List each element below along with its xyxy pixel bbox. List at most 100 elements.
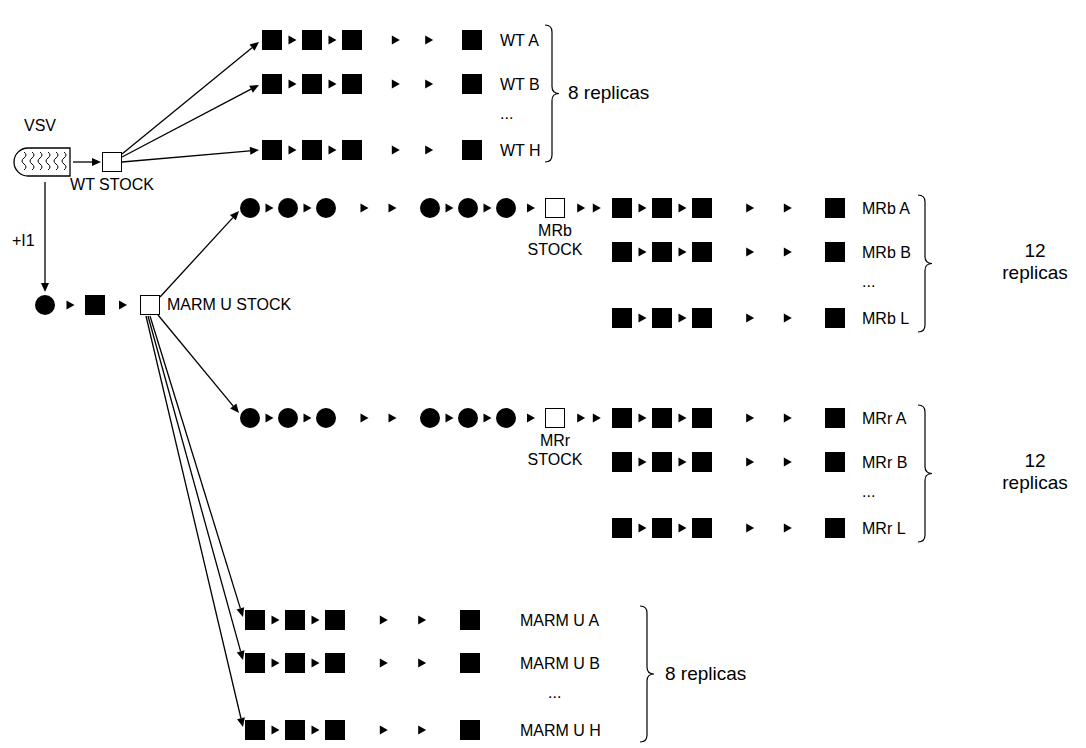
passage-arrowhead xyxy=(312,659,320,668)
lineage-arrow xyxy=(146,316,241,718)
passage-circle xyxy=(240,198,260,218)
replica-bracket xyxy=(918,195,932,332)
vsv-striation xyxy=(54,152,58,170)
passage-arrowhead xyxy=(361,204,369,213)
replica-count: 8 replicas xyxy=(568,82,649,104)
passage-arrowhead xyxy=(266,204,274,213)
lineage-arrowhead xyxy=(230,211,239,220)
passage-circle xyxy=(420,408,440,428)
passage-square xyxy=(652,242,672,262)
passage-arrowhead xyxy=(679,248,687,257)
passage-square xyxy=(285,653,305,673)
lineage-arrow xyxy=(160,218,233,297)
passage-square xyxy=(302,140,322,160)
passage-arrowhead xyxy=(272,726,280,735)
stock-label: WT STOCK xyxy=(70,175,154,194)
vsv-striation xyxy=(62,152,66,170)
passage-circle xyxy=(240,408,260,428)
lineage-arrowhead xyxy=(41,283,49,292)
lineage-label: ... xyxy=(500,104,513,123)
passage-square xyxy=(692,518,712,538)
passage-square xyxy=(612,452,632,472)
passage-circle xyxy=(458,198,478,218)
lineage-arrowhead xyxy=(250,147,259,155)
passage-arrowhead xyxy=(679,458,687,467)
lineage-label: MRr B xyxy=(862,453,907,472)
passage-square xyxy=(652,408,672,428)
vsv-striation xyxy=(22,152,26,170)
passage-arrowhead xyxy=(329,146,337,155)
passage-square xyxy=(285,610,305,630)
passage-square xyxy=(652,308,672,328)
passage-square xyxy=(825,408,845,428)
lineage-label: WT B xyxy=(500,75,540,94)
passage-arrowhead xyxy=(289,36,297,45)
passage-square xyxy=(692,198,712,218)
passage-arrowhead xyxy=(746,314,754,323)
passage-arrowhead xyxy=(67,301,75,310)
passage-arrowhead xyxy=(679,314,687,323)
passage-square xyxy=(342,140,362,160)
passage-arrowhead xyxy=(389,204,397,213)
passage-arrowhead xyxy=(484,204,492,213)
passage-arrowhead xyxy=(329,80,337,89)
lineage-arrow xyxy=(44,182,45,283)
passage-arrowhead xyxy=(392,146,400,155)
passage-square xyxy=(302,30,322,50)
passage-arrowhead xyxy=(679,414,687,423)
passage-arrowhead xyxy=(380,659,388,668)
lineage-label: MRb L xyxy=(862,309,909,328)
lineage-label: ... xyxy=(548,683,561,702)
passage-arrowhead xyxy=(527,204,535,213)
replica-bracket xyxy=(545,25,559,162)
vsv-striation xyxy=(30,152,34,170)
passage-square xyxy=(460,610,480,630)
passage-arrowhead xyxy=(272,616,280,625)
passage-arrowhead xyxy=(425,36,433,45)
passage-arrowhead xyxy=(446,204,454,213)
replica-bracket xyxy=(918,405,932,542)
passage-arrowhead xyxy=(418,726,426,735)
passage-arrowhead xyxy=(304,204,312,213)
passage-arrowhead xyxy=(446,414,454,423)
lineage-arrowhead xyxy=(249,85,259,93)
stock-label: MRb STOCK xyxy=(524,221,586,259)
lineage-label: ... xyxy=(862,272,875,291)
passage-arrowhead xyxy=(418,659,426,668)
lineage-label: MRb B xyxy=(862,243,911,262)
passage-arrowhead xyxy=(784,524,792,533)
lineage-label: WT H xyxy=(500,141,541,160)
passage-arrowhead xyxy=(392,80,400,89)
lineage-arrowhead xyxy=(250,42,259,51)
passage-circle xyxy=(496,198,516,218)
passage-square xyxy=(612,198,632,218)
passage-arrowhead xyxy=(639,414,647,423)
passage-square xyxy=(692,408,712,428)
lineage-label: MRr A xyxy=(862,409,906,428)
passage-arrowhead xyxy=(639,524,647,533)
passage-arrowhead xyxy=(312,726,320,735)
stock-box: MRr STOCK xyxy=(545,408,565,428)
passage-arrowhead xyxy=(639,248,647,257)
passage-arrowhead xyxy=(418,616,426,625)
passage-arrowhead xyxy=(577,204,585,213)
passage-arrowhead xyxy=(577,414,585,423)
passage-arrowhead xyxy=(784,248,792,257)
passage-square xyxy=(462,140,482,160)
passage-square xyxy=(85,295,105,315)
passage-square xyxy=(342,30,362,50)
lineage-label: MARM U H xyxy=(520,721,601,740)
passage-arrowhead xyxy=(527,414,535,423)
passage-arrowhead xyxy=(289,80,297,89)
passage-square xyxy=(460,720,480,740)
passage-circle xyxy=(458,408,478,428)
passage-arrowhead xyxy=(361,414,369,423)
passage-square xyxy=(692,452,712,472)
passage-circle xyxy=(278,408,298,428)
passage-square xyxy=(825,308,845,328)
passage-square xyxy=(652,518,672,538)
lineage-arrow xyxy=(122,89,251,157)
lineage-arrowhead xyxy=(237,607,245,617)
